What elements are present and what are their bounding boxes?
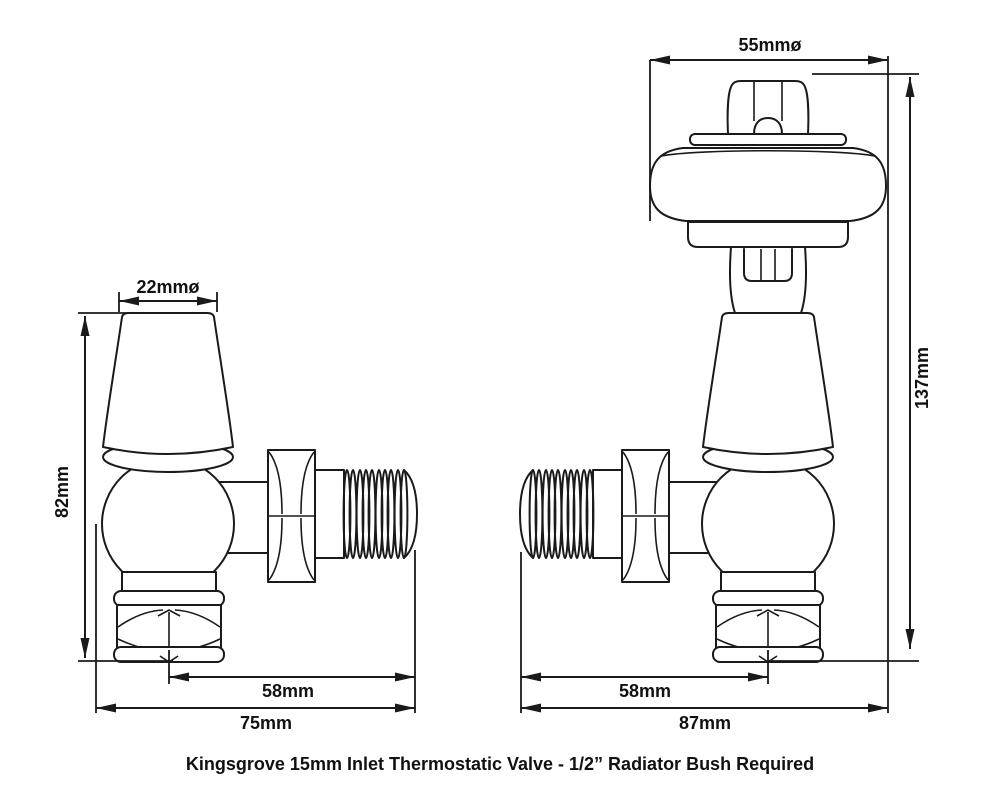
left-knob-diameter-label: 22mmø [136,277,199,297]
extension-lines-55mm [649,56,889,713]
union-hex-nut [621,449,670,583]
left-centre-to-tail-label: 58mm [262,681,314,701]
left-height-label: 82mm [52,466,72,518]
head-wheel-body [649,147,887,222]
right-overall-width-label: 87mm [679,713,731,733]
right-head-diameter-label: 55mmø [738,35,801,55]
manual-knob [102,312,234,455]
head-cone [702,312,834,455]
head-collar [687,221,849,248]
valve-neck [720,571,816,593]
manual-angle-valve-drawing [101,312,418,663]
right-height-label: 137mm [912,347,932,409]
extension-lines-82mm [78,312,190,662]
diagram-caption: Kingsgrove 15mm Inlet Thermostatic Valve… [186,754,814,774]
union-hex-nut [267,449,316,583]
compression-nut [113,590,225,663]
thermostatic-angle-valve-drawing [519,80,887,663]
right-valve-dimensions: 55mmø 137mm 58mm 87mm [520,35,932,733]
threaded-tail [519,469,623,559]
head-cap-ring [689,133,847,146]
head-stem [729,246,807,314]
head-grip [726,80,810,135]
threaded-tail [314,469,418,559]
valve-neck [121,571,217,593]
right-centre-to-tail-label: 58mm [619,681,671,701]
left-overall-width-label: 75mm [240,713,292,733]
extension-lines-137mm [767,73,919,684]
valve-body-sphere [701,457,835,591]
thermostatic-head-wheel [649,80,887,248]
valve-body-sphere [101,457,235,591]
left-valve-dimensions: 22mmø 82mm 58mm 75mm [52,277,416,733]
